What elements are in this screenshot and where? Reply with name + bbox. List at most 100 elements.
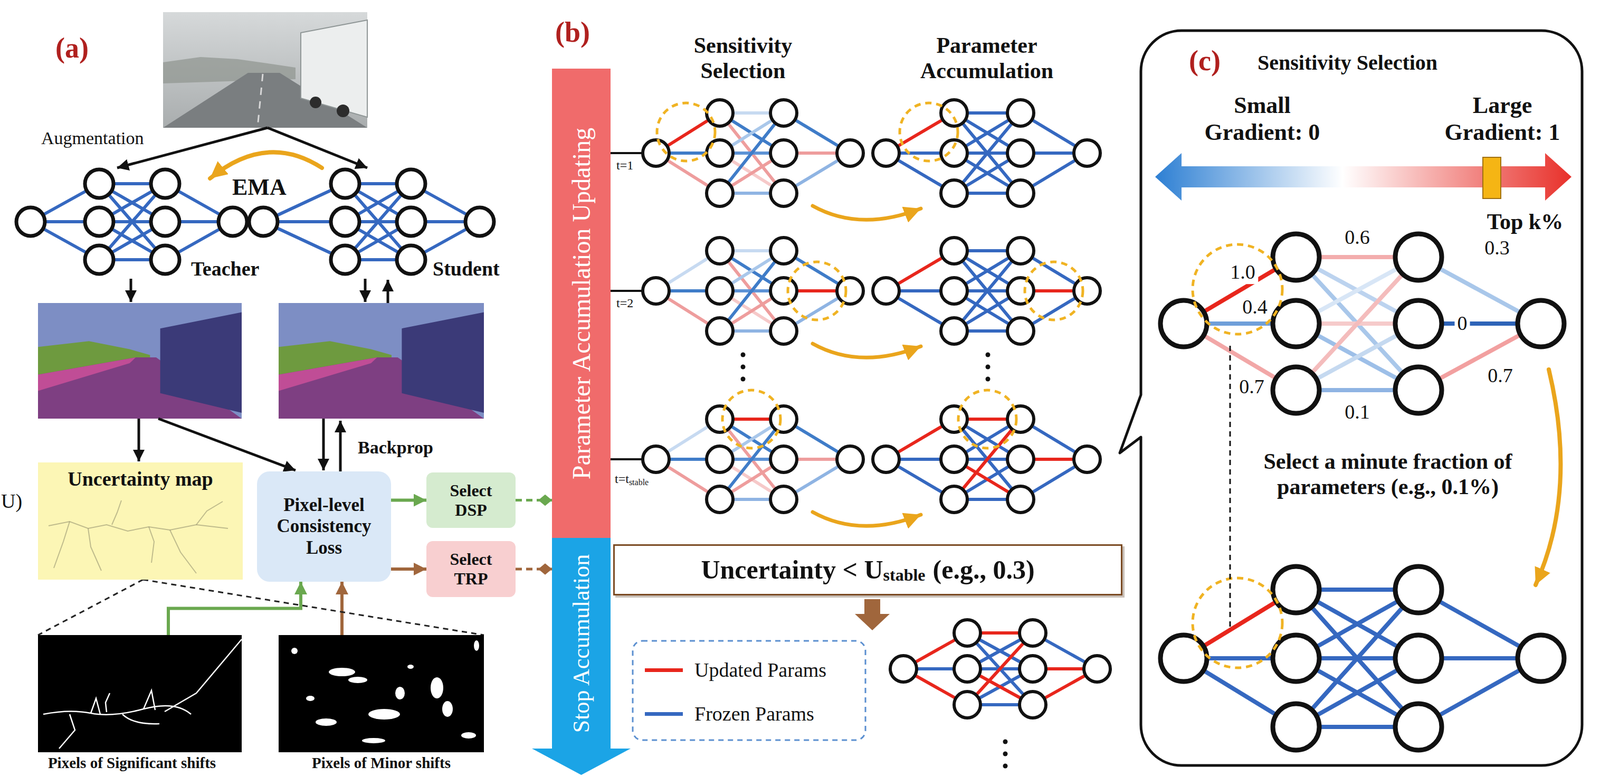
neuron [770,139,797,167]
gradient-value: 0 [1454,311,1471,336]
neuron [1395,703,1442,750]
condition-text: (e.g., 0.3) [932,554,1035,585]
mask-blob [407,664,414,669]
neuron [836,139,864,167]
neuron [1160,300,1207,347]
seg-truck [401,312,484,414]
column-heading: Sensitivity Selection [669,32,817,84]
mask-pixels [278,634,484,752]
neuron [872,445,900,473]
ellipsis-dot [1003,739,1008,745]
uncertainty-crack [169,529,197,574]
selected-network [1160,566,1565,750]
mask-blob [442,700,453,717]
neuron [706,405,733,433]
step-label: Augmentation [41,127,145,149]
neuron [1395,366,1442,414]
legend-swatch [644,668,683,672]
panel-b-art [610,99,1111,769]
ellipsis-dot [1003,751,1008,757]
neuron [1007,237,1034,264]
photo-sky [163,12,368,128]
time-tick [610,458,643,461]
mask-blob [291,647,298,654]
neuron [642,277,670,304]
neuron [954,655,981,682]
seg-truck [160,312,242,414]
mask-blob [306,695,315,701]
neuron [1019,655,1046,682]
neuron [1517,300,1565,347]
node-text: Pixel-level Consistency Loss [264,494,384,559]
band-text: Parameter Accumulation Updating [566,127,596,479]
select-box: Select DSP [426,472,516,528]
neuron [1007,99,1034,127]
neuron [770,277,797,304]
mask-edge [164,639,242,712]
neuron [1395,300,1442,347]
step-label: Backprop [357,436,434,458]
neuron [1007,486,1034,513]
mask-edge [59,713,75,749]
connector [340,581,344,635]
neuron [396,245,426,274]
neuron [1007,405,1034,433]
neuron [954,619,981,646]
network-label: Student [432,257,500,281]
legend-text: Frozen Params [694,702,815,726]
mask-blob [461,731,476,739]
time-tick [610,289,643,292]
gradient-value: 0.7 [1236,375,1268,399]
neuron [1160,634,1207,682]
neuron [872,139,900,167]
time-label: t=t [614,471,630,486]
ellipsis-dot [1003,763,1008,769]
connector [391,567,427,571]
neuron [1073,445,1101,473]
gradient-network [1160,233,1565,414]
legend-frame [632,640,866,740]
uncertainty-crack [53,521,70,568]
gradient-value: 1.0 [1227,260,1259,284]
select-arrow [1535,369,1561,585]
mask-blob [328,667,356,676]
neuron [150,245,180,274]
photo-lane [257,73,263,128]
panel-tag: (a) [55,31,89,65]
neuron [218,207,247,236]
accumulation-network [872,405,1101,513]
gradient-value: 0.6 [1341,225,1373,250]
ellipsis-dot [985,352,991,358]
neuron [330,169,360,198]
selection-note: Select a minute fraction of parameters (… [1234,448,1541,500]
neuron [770,405,797,433]
uncertainty-crack [111,500,122,525]
panel-tag: (b) [555,15,590,49]
neuron [770,99,797,127]
mask-blob [362,737,386,744]
neuron [940,99,968,127]
mask-blob [368,708,400,720]
guide-line [1229,345,1232,630]
neuron [954,691,981,718]
neuron [84,169,114,198]
shift-mask: Pixels of Significant shifts [13,634,251,774]
column-heading: Parameter Accumulation [907,32,1066,84]
neuron [1007,277,1034,304]
neuron [396,169,426,198]
neuron [1395,233,1442,281]
neuron [1019,619,1046,646]
accumulation-network [872,237,1101,345]
photo-truck [300,20,368,118]
neuron [330,245,360,274]
legend-text: Updated Params [694,658,827,682]
neuron [940,237,968,264]
neuron [940,277,968,304]
neuron [770,486,797,513]
loss-box: Pixel-level Consistency Loss [256,471,392,582]
mask-edge [143,690,156,710]
neuron [84,207,114,236]
time-tick [610,151,643,155]
uncertainty-map: Uncertainty map [37,462,243,580]
